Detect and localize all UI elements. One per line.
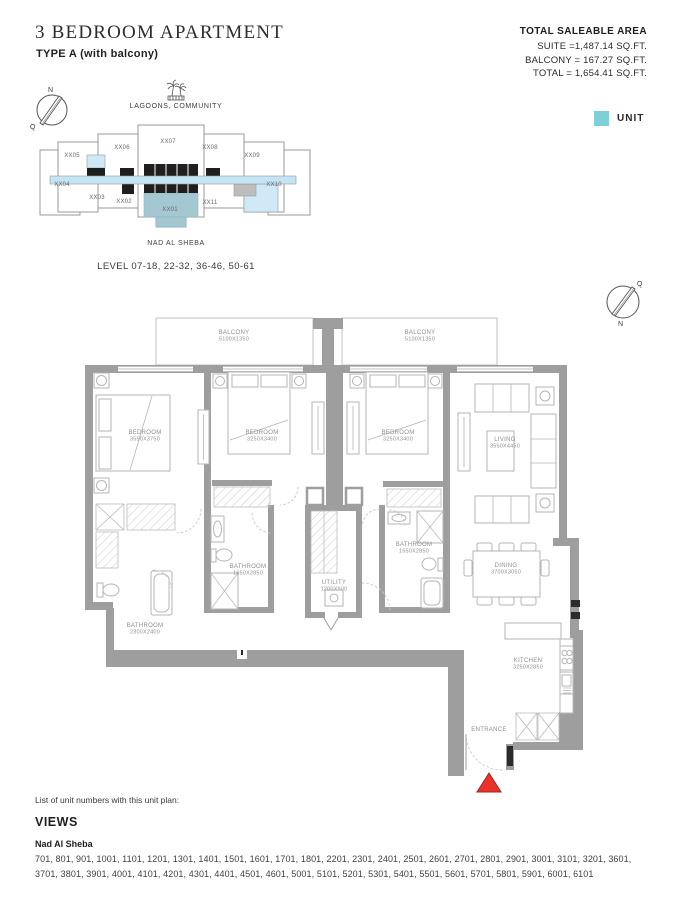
saleable-area-heading: TOTAL SALEABLE AREA <box>519 26 647 37</box>
keyplan-unit-xx02: XX02 <box>116 199 132 205</box>
lagoons-trees-icon <box>166 79 187 101</box>
unit-legend: UNIT <box>594 111 644 126</box>
keyplan-unit-xx03: XX03 <box>89 195 105 201</box>
compass-q-label: Q <box>637 281 643 288</box>
keyplan-unit-xx10: XX10 <box>266 182 282 188</box>
unit-list-intro: List of unit numbers with this unit plan… <box>35 795 180 805</box>
unit-legend-swatch <box>594 111 609 126</box>
level-range-label: LEVEL 07-18, 22-32, 36-46, 50-61 <box>97 261 255 272</box>
unit-legend-label: UNIT <box>617 113 645 124</box>
total-area-line: TOTAL = 1,654.41 SQ.FT. <box>533 68 647 79</box>
unit-numbers-list: 701, 801, 901, 1001, 1101, 1201, 1301, 1… <box>35 854 632 879</box>
page-title: 3 BEDROOM APARTMENT <box>35 22 284 43</box>
compass-n-label: N <box>618 321 623 328</box>
keyplan-unit-xx05: XX05 <box>64 153 80 159</box>
keyplan-unit-xx06: XX06 <box>114 145 130 151</box>
compass-north-icon: N Q <box>30 87 68 131</box>
suite-area-line: SUITE =1,487.14 SQ.FT. <box>537 41 647 52</box>
keyplan-top-label: LAGOONS, COMMUNITY <box>129 103 223 110</box>
page-subtitle: TYPE A (with balcony) <box>36 48 159 60</box>
keyplan-unit-xx07: XX07 <box>160 139 176 145</box>
balcony-area-line: BALCONY = 167.27 SQ.FT. <box>525 54 647 66</box>
views-area-name: Nad Al Sheba <box>35 839 93 849</box>
room-label-entrance: ENTRANCE <box>471 727 506 733</box>
compass-n-label: N <box>48 87 53 94</box>
keyplan-unit-xx01: XX01 <box>162 207 178 213</box>
compass-plan-icon: Q N <box>606 281 643 328</box>
views-heading: VIEWS <box>35 815 78 829</box>
saleable-area-block: TOTAL SALEABLE AREA SUITE =1,487.14 SQ.F… <box>520 26 647 81</box>
compass-q-label: Q <box>30 124 36 131</box>
keyplan-unit-xx08: XX08 <box>202 145 218 151</box>
keyplan-unit-xx11: XX11 <box>202 200 217 206</box>
keyplan-unit-xx09: XX09 <box>244 153 260 159</box>
entrance-arrow-marker <box>476 772 502 793</box>
keyplan-unit-xx04: XX04 <box>54 182 70 188</box>
keyplan-bottom-label: NAD AL SHEBA <box>147 240 205 247</box>
